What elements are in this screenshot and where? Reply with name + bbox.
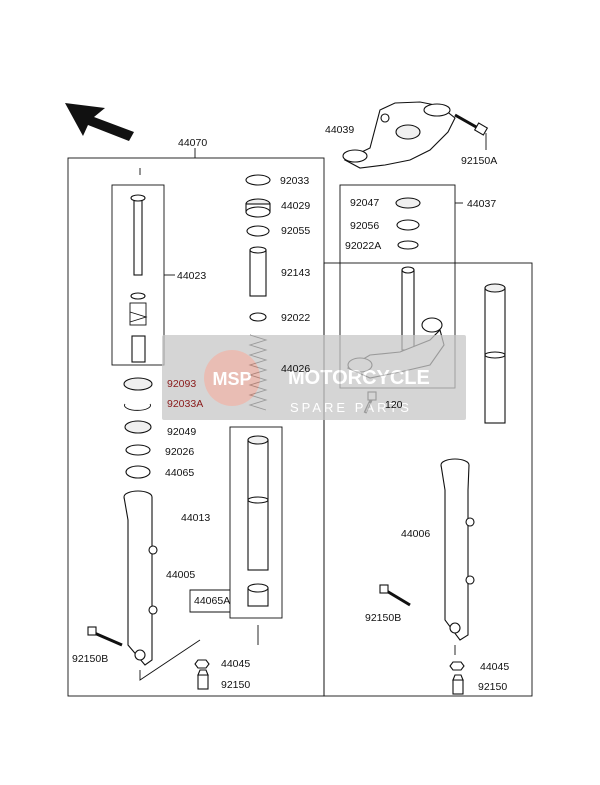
watermark-line1: MOTORCYCLE — [288, 367, 430, 389]
bushing-44065A — [247, 583, 269, 607]
label-44070: 44070 — [178, 137, 207, 149]
label-44065A: 44065A — [194, 595, 230, 607]
washer-44045-left — [194, 659, 210, 669]
label-44005: 44005 — [166, 569, 195, 581]
label-92150A: 92150A — [461, 155, 497, 167]
44065A-leader-box — [189, 589, 230, 613]
seal-92093 — [123, 377, 153, 391]
circlip-92033A — [124, 403, 151, 411]
washer-92026 — [125, 444, 151, 456]
label-44039: 44039 — [325, 124, 354, 136]
label-92033A: 92033A — [167, 398, 203, 410]
bolt-92150A — [454, 113, 489, 136]
circlip-92033 — [245, 174, 271, 186]
washer-92022 — [249, 312, 267, 322]
label-44029: 44029 — [281, 200, 310, 212]
spacer-92143 — [249, 246, 267, 297]
label-92033: 92033 — [280, 175, 309, 187]
seal-92049 — [124, 420, 152, 434]
upper-triple-clamp — [342, 101, 456, 169]
label-92150B-left: 92150B — [72, 653, 108, 665]
label-44045-right: 44045 — [480, 661, 509, 673]
label-92022A: 92022A — [345, 240, 381, 252]
watermark-logo-text: MSP — [212, 369, 251, 389]
inner-tube-44013 — [247, 435, 269, 571]
seal-92056 — [396, 219, 420, 231]
label-92049: 92049 — [167, 426, 196, 438]
watermark: MSP MOTORCYCLE SPARE PARTS — [162, 335, 466, 420]
seal-92047 — [395, 197, 421, 209]
front-direction-arrow-icon — [65, 103, 134, 141]
label-92150B-right: 92150B — [365, 612, 401, 624]
label-44023: 44023 — [177, 270, 206, 282]
label-44006: 44006 — [401, 528, 430, 540]
label-44037: 44037 — [467, 198, 496, 210]
damper-rod-44023 — [129, 194, 148, 363]
label-92056: 92056 — [350, 220, 379, 232]
label-44065: 44065 — [165, 467, 194, 479]
bushing-44065 — [125, 465, 151, 479]
label-92055: 92055 — [281, 225, 310, 237]
label-92022: 92022 — [281, 312, 310, 324]
bolt-92150B-left — [87, 626, 123, 647]
label-92143: 92143 — [281, 267, 310, 279]
label-92150-left: 92150 — [221, 679, 250, 691]
cap-44029 — [245, 198, 271, 218]
label-92093: 92093 — [167, 378, 196, 390]
label-44013: 44013 — [181, 512, 210, 524]
label-92150-right: 92150 — [478, 681, 507, 693]
bolt-92150-left — [197, 669, 209, 690]
label-92026: 92026 — [165, 446, 194, 458]
watermark-line2: SPARE PARTS — [290, 400, 412, 415]
label-44045-left: 44045 — [221, 658, 250, 670]
o-ring-92055 — [246, 225, 270, 237]
washer-92022A — [397, 240, 419, 250]
label-44026: 44026 — [281, 363, 310, 375]
inner-tube-box — [229, 426, 283, 619]
right-assembly-frame — [323, 262, 533, 697]
bolt-92150B-right — [379, 584, 411, 607]
bolt-92150-right — [452, 674, 464, 695]
inner-tube-right — [484, 283, 506, 424]
outer-tube-left-44005 — [123, 490, 158, 666]
outer-tube-right-44006 — [440, 458, 475, 641]
label-120: 120 — [385, 399, 403, 411]
label-92047: 92047 — [350, 197, 379, 209]
washer-44045-right — [449, 661, 465, 671]
